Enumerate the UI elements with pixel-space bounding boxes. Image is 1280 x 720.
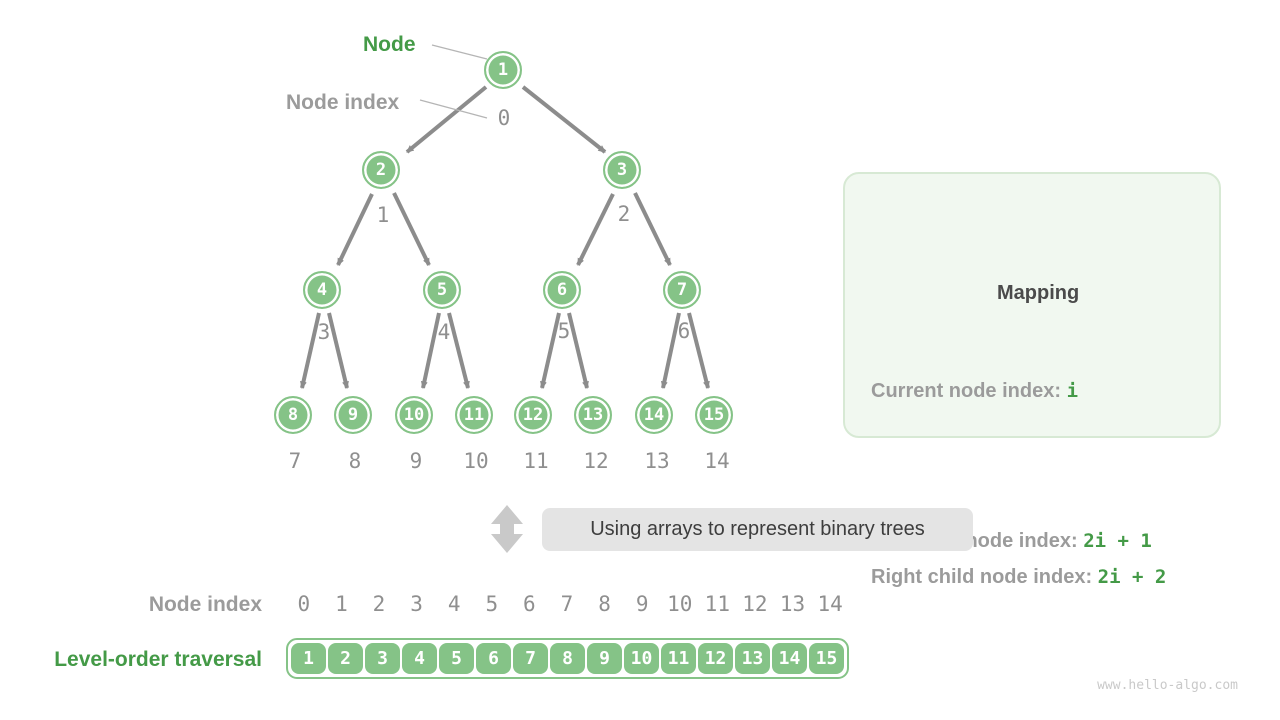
array-cell: 15 [809,643,844,674]
array-index: 0 [297,592,311,616]
tree-index-5: 5 [557,319,571,343]
array-cell: 13 [735,643,770,674]
callout-pointer-lines [419,44,488,119]
tree-node-value: 8 [287,405,299,425]
array-cell: 14 [772,643,807,674]
right-child-index-label: Right child node index: [871,566,1098,588]
array-cell: 8 [550,643,585,674]
array-index: 13 [779,592,806,616]
tree-node-value: 4 [316,280,328,300]
tree-node-1: 1 [484,51,522,89]
tree-node-3: 3 [603,151,641,189]
tree-node-15: 15 [695,396,733,434]
array-cell: 5 [439,643,474,674]
array-index: 6 [523,592,536,616]
tree-node-value: 7 [676,280,688,300]
current-node-index-value: i [1066,380,1079,402]
tree-node-value: 13 [582,405,604,425]
tree-node-value: 2 [375,160,387,180]
tree-node-value: 14 [643,405,665,425]
bottom-node-index-label: Node index [148,593,262,616]
tree-node-value: 5 [436,280,448,300]
array-index: 9 [635,592,649,616]
section-caption-text: Using arrays to represent binary trees [590,518,925,540]
tree-node-10: 10 [395,396,433,434]
mapping-label: Mapping [997,282,1080,304]
tree-node-5: 5 [423,271,461,309]
tree-node-14: 14 [635,396,673,434]
array-cell: 3 [365,643,400,674]
array-cell: 2 [328,643,363,674]
array-cell: 9 [587,643,622,674]
tree-index-1: 1 [376,203,390,227]
tree-node-9: 9 [334,396,372,434]
tree-index-4: 4 [437,320,451,344]
array-index: 1 [335,592,348,616]
array-index-row: 0 1 2 3 4 5 6 7 8 9 10 11 12 13 14 [285,592,849,618]
tree-node-value: 3 [616,160,628,180]
array-index: 5 [485,592,499,616]
tree-node-11: 11 [455,396,493,434]
node-callout-label: Node [363,33,416,56]
array-index: 11 [704,592,730,616]
array-cell: 10 [624,643,659,674]
array-index: 14 [817,592,843,616]
array-index: 7 [560,592,574,616]
array-cell: 11 [661,643,696,674]
tree-node-12: 12 [514,396,552,434]
current-node-index-line: Current node index: i [871,380,1078,403]
tree-node-value: 6 [556,280,568,300]
tree-node-value: 12 [522,405,544,425]
right-child-index-line: Right child node index: 2i + 2 [871,566,1166,589]
tree-index-8: 8 [348,449,362,473]
array-index: 3 [410,592,423,616]
tree-edge-arrows [300,85,710,389]
tree-node-8: 8 [274,396,312,434]
tree-index-2: 2 [617,202,631,226]
current-node-index-label: Current node index: [871,380,1067,402]
array-cell: 12 [698,643,733,674]
level-order-traversal-label: Level-order traversal [54,648,262,671]
section-caption: Using arrays to represent binary trees [542,508,973,551]
tree-index-7: 7 [288,449,302,473]
tree-index-0: 0 [497,106,511,130]
tree-node-value: 11 [463,405,485,425]
tree-index-12: 12 [583,449,609,473]
mapping-info-panel: Current node index: i Mapping Left child… [843,172,1221,588]
array-cell: 4 [402,643,437,674]
tree-node-13: 13 [574,396,612,434]
tree-node-value: 15 [703,405,725,425]
array-index: 8 [598,592,611,616]
array-index: 10 [667,592,693,616]
tree-index-3: 3 [317,320,331,344]
tree-node-value: 10 [403,405,425,425]
node-index-callout-label: Node index [286,91,400,114]
tree-index-11: 11 [523,449,549,473]
level-order-array: 1 2 3 4 5 6 7 8 9 10 11 12 13 14 15 [286,638,849,679]
tree-node-6: 6 [543,271,581,309]
array-cell: 7 [513,643,548,674]
tree-index-10: 10 [463,449,489,473]
array-index: 12 [742,592,768,616]
tree-node-7: 7 [663,271,701,309]
array-index: 4 [447,592,461,616]
tree-node-value: 9 [347,405,359,425]
tree-node-value: 1 [497,60,509,80]
tree-index-13: 13 [644,449,670,473]
array-index: 2 [372,592,386,616]
left-child-index-value: 2i + 1 [1083,530,1152,552]
tree-index-6: 6 [677,319,691,343]
right-child-index-value: 2i + 2 [1097,566,1167,588]
tree-node-4: 4 [303,271,341,309]
array-cell: 6 [476,643,511,674]
array-cell: 1 [291,643,326,674]
tree-index-14: 14 [704,449,730,473]
tree-node-2: 2 [362,151,400,189]
tree-index-9: 9 [409,449,423,473]
updown-arrow-icon [491,505,523,553]
watermark: www.hello-algo.com [1097,678,1238,693]
